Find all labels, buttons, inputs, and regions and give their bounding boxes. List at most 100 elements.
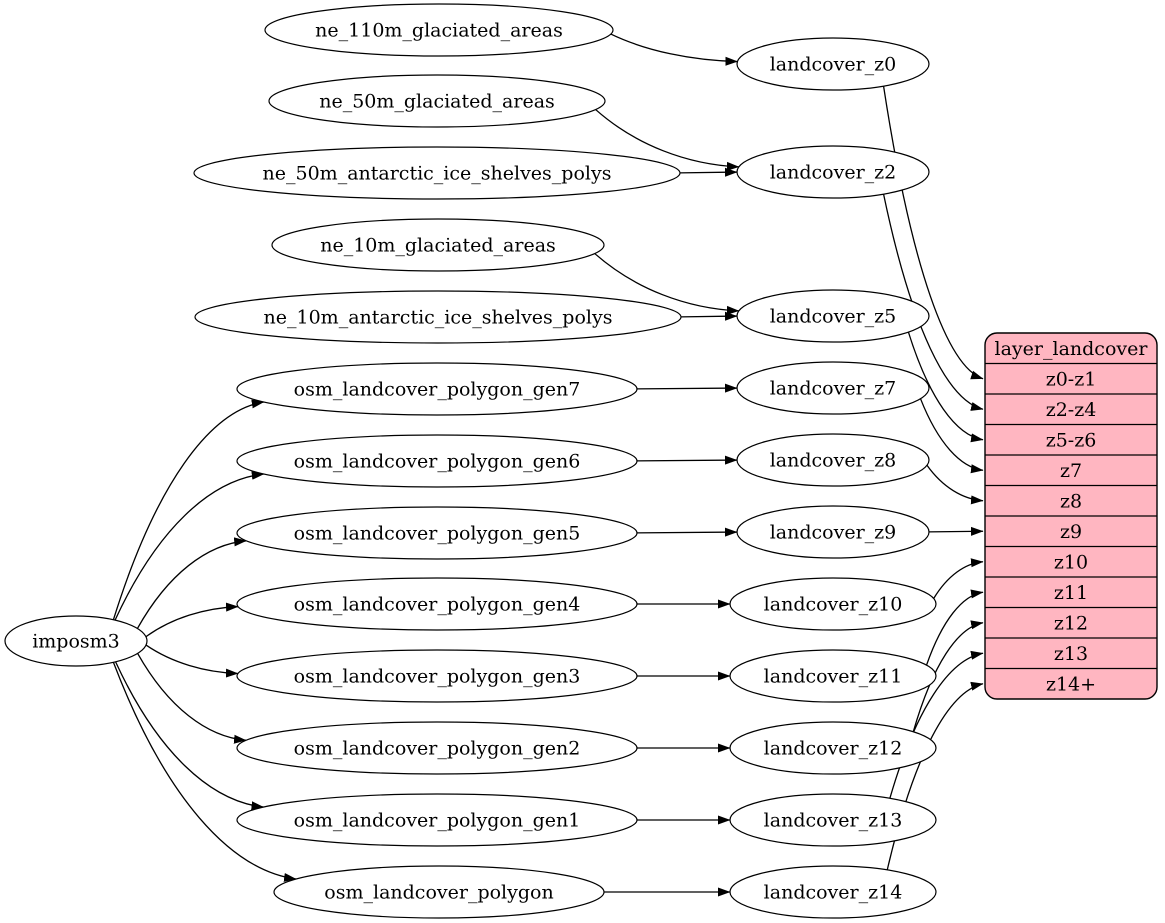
node-osm_landcover_polygon_gen3: osm_landcover_polygon_gen3 <box>236 649 638 703</box>
node-ne_50m_glaciated_areas: ne_50m_glaciated_areas <box>268 74 606 128</box>
table-row-label-z11: z11 <box>1054 582 1088 604</box>
node-imposm3-ellipse <box>4 615 148 667</box>
node-landcover_z14: landcover_z14 <box>729 865 937 919</box>
node-landcover_z9-ellipse <box>736 505 930 559</box>
node-ne_10m_glaciated_areas: ne_10m_glaciated_areas <box>271 218 605 272</box>
node-landcover_z10: landcover_z10 <box>729 577 937 631</box>
edge-landcover_z11-to-layer_landcover-z11 <box>925 589 984 666</box>
edge-landcover_z7-to-layer_landcover-z7 <box>919 398 984 474</box>
node-osm_landcover_polygon_gen2: osm_landcover_polygon_gen2 <box>236 721 638 775</box>
node-osm_landcover_polygon_gen6-ellipse <box>236 434 638 488</box>
table-row-label-z9: z9 <box>1060 521 1082 543</box>
node-landcover_z5-label: landcover_z5 <box>770 306 897 328</box>
table-row-label-z10: z10 <box>1054 551 1088 573</box>
node-ne_10m_antarctic_ice_shelves_polys-label: ne_10m_antarctic_ice_shelves_polys <box>264 307 613 329</box>
edge-landcover_z8-to-layer_landcover-z8 <box>926 464 984 505</box>
node-landcover_z11-ellipse <box>729 649 937 703</box>
edge-imposm3-to-osm_landcover_polygon_gen5 <box>136 537 247 629</box>
node-landcover_z12-ellipse <box>729 721 937 775</box>
node-landcover_z0-ellipse <box>736 37 930 91</box>
node-landcover_z12-label: landcover_z12 <box>764 738 903 760</box>
node-landcover_z13: landcover_z13 <box>729 793 937 847</box>
node-ne_10m_antarctic_ice_shelves_polys: ne_10m_antarctic_ice_shelves_polys <box>194 290 682 344</box>
node-osm_landcover_polygon_gen6-label: osm_landcover_polygon_gen6 <box>294 451 581 473</box>
table-layer_landcover: layer_landcoverz0-z1z2-z4z5-z6z7z8z9z10z… <box>984 332 1158 700</box>
node-landcover_z14-label: landcover_z14 <box>764 882 903 904</box>
node-osm_landcover_polygon_gen6: osm_landcover_polygon_gen6 <box>236 434 638 488</box>
node-landcover_z10-ellipse <box>729 577 937 631</box>
edge-imposm3-to-osm_landcover_polygon_gen2 <box>137 653 247 744</box>
edge-imposm3-to-osm_landcover_polygon_gen4 <box>145 602 239 638</box>
node-landcover_z9: landcover_z9 <box>736 505 930 559</box>
table-row-label-z12: z12 <box>1054 612 1088 634</box>
node-landcover_z10-label: landcover_z10 <box>764 594 903 616</box>
node-osm_landcover_polygon_gen5: osm_landcover_polygon_gen5 <box>236 506 638 560</box>
node-landcover_z11: landcover_z11 <box>729 649 937 703</box>
node-ne_50m_glaciated_areas-label: ne_50m_glaciated_areas <box>319 91 555 113</box>
table-row-label-z7: z7 <box>1060 460 1082 482</box>
node-ne_10m_glaciated_areas-ellipse <box>271 218 605 272</box>
node-landcover_z13-ellipse <box>729 793 937 847</box>
node-ne_110m_glaciated_areas-ellipse <box>264 3 614 57</box>
edge-landcover_z12-to-layer_landcover-z12 <box>912 620 984 732</box>
node-osm_landcover_polygon_gen1-label: osm_landcover_polygon_gen1 <box>294 810 581 832</box>
edge-landcover_z5-to-layer_landcover-z5-z6 <box>907 331 984 443</box>
node-osm_landcover_polygon_gen3-label: osm_landcover_polygon_gen3 <box>294 666 581 688</box>
node-imposm3: imposm3 <box>4 615 148 667</box>
node-landcover_z8: landcover_z8 <box>736 433 930 487</box>
node-ne_50m_antarctic_ice_shelves_polys-label: ne_50m_antarctic_ice_shelves_polys <box>263 163 612 185</box>
node-landcover_z0-label: landcover_z0 <box>770 54 897 76</box>
edge-landcover_z10-to-layer_landcover-z10 <box>933 558 984 599</box>
node-osm_landcover_polygon_gen5-ellipse <box>236 506 638 560</box>
edge-imposm3-to-osm_landcover_polygon_gen7 <box>112 399 265 620</box>
node-osm_landcover_polygon_gen7-ellipse <box>236 362 638 416</box>
node-landcover_z8-label: landcover_z8 <box>770 450 897 472</box>
node-landcover_z9-label: landcover_z9 <box>770 522 897 544</box>
node-ne_110m_glaciated_areas-label: ne_110m_glaciated_areas <box>315 20 563 42</box>
node-ne_50m_antarctic_ice_shelves_polys-ellipse <box>193 146 681 200</box>
edge-imposm3-to-osm_landcover_polygon <box>112 662 297 882</box>
node-landcover_z12: landcover_z12 <box>729 721 937 775</box>
table-row-label-z0-z1: z0-z1 <box>1046 368 1097 390</box>
table-row-label-z5-z6: z5-z6 <box>1046 429 1097 451</box>
node-landcover_z7-label: landcover_z7 <box>770 378 897 400</box>
edge-ne_50m_glaciated_areas-to-landcover_z2 <box>595 109 740 171</box>
edge-ne_10m_antarctic_ice_shelves_polys-to-landcover_z5 <box>680 311 738 321</box>
node-landcover_z14-ellipse <box>729 865 937 919</box>
edge-landcover_z9-to-layer_landcover-z9 <box>928 526 984 536</box>
node-landcover_z2-label: landcover_z2 <box>770 162 897 184</box>
node-osm_landcover_polygon_gen2-ellipse <box>236 721 638 775</box>
node-osm_landcover_polygon_gen7-label: osm_landcover_polygon_gen7 <box>294 379 581 401</box>
node-landcover_z0: landcover_z0 <box>736 37 930 91</box>
node-landcover_z8-ellipse <box>736 433 930 487</box>
node-osm_landcover_polygon_gen5-label: osm_landcover_polygon_gen5 <box>294 523 581 545</box>
table-row-label-z14+: z14+ <box>1046 673 1096 695</box>
edge-ne_50m_antarctic_ice_shelves_polys-to-landcover_z2 <box>679 167 738 177</box>
edge-osm_landcover_polygon_gen7-to-landcover_z7 <box>636 383 738 393</box>
node-osm_landcover_polygon_gen4-ellipse <box>236 577 638 631</box>
edge-osm_landcover_polygon_gen6-to-landcover_z8 <box>636 455 738 465</box>
node-landcover_z2-ellipse <box>736 145 930 199</box>
node-landcover_z5: landcover_z5 <box>736 289 930 343</box>
node-landcover_z5-ellipse <box>736 289 930 343</box>
node-landcover_z13-label: landcover_z13 <box>764 810 903 832</box>
table-row-label-z8: z8 <box>1060 490 1082 512</box>
node-ne_10m_glaciated_areas-label: ne_10m_glaciated_areas <box>320 235 556 257</box>
edge-landcover_z14-to-layer_landcover-z14+ <box>886 681 984 871</box>
edge-landcover_z2-to-layer_landcover-z2-z4 <box>882 193 984 411</box>
edge-ne_10m_glaciated_areas-to-landcover_z5 <box>594 253 740 315</box>
node-ne_110m_glaciated_areas: ne_110m_glaciated_areas <box>264 3 614 57</box>
node-imposm3-label: imposm3 <box>32 631 120 653</box>
node-landcover_z2: landcover_z2 <box>736 145 930 199</box>
node-osm_landcover_polygon-ellipse <box>273 865 605 919</box>
node-landcover_z7: landcover_z7 <box>736 361 930 415</box>
edge-ne_110m_glaciated_areas-to-landcover_z0 <box>610 33 738 66</box>
node-landcover_z11-label: landcover_z11 <box>764 666 903 688</box>
node-osm_landcover_polygon_gen1: osm_landcover_polygon_gen1 <box>236 793 638 847</box>
table-row-label-z2-z4: z2-z4 <box>1046 399 1097 421</box>
node-osm_landcover_polygon_gen3-ellipse <box>236 649 638 703</box>
edge-imposm3-to-osm_landcover_polygon_gen1 <box>114 661 264 811</box>
node-osm_landcover_polygon_gen4-label: osm_landcover_polygon_gen4 <box>294 594 581 616</box>
